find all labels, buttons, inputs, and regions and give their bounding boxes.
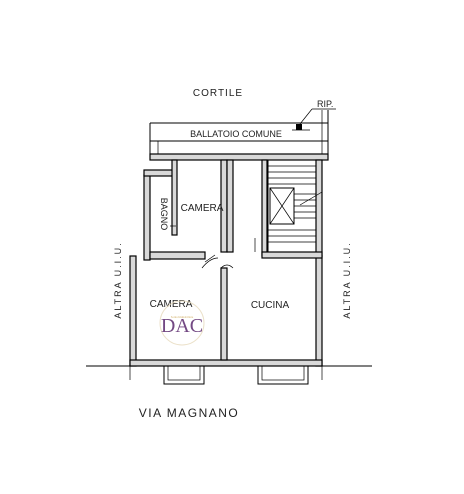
apartment-walls bbox=[129, 153, 329, 367]
door-swings bbox=[170, 225, 256, 269]
logo-letters: DAC bbox=[161, 315, 203, 337]
room-label-bathroom: BAGNO bbox=[159, 198, 169, 231]
common-gallery: BALLATOIO COMUNE bbox=[149, 110, 329, 160]
room-label-kitchen: CUCINA bbox=[251, 300, 290, 311]
courtyard-label: CORTILE bbox=[193, 88, 243, 99]
other-unit-left-label: ALTRA U.I.U. bbox=[113, 241, 123, 318]
riser-label: RIP. bbox=[317, 99, 333, 109]
street-label: VIA MAGNANO bbox=[139, 406, 240, 420]
balcony-right bbox=[257, 365, 309, 385]
agency-logo: DAC Sonia Immobiliare bbox=[159, 300, 205, 346]
gallery-label: BALLATOIO COMUNE bbox=[190, 129, 282, 139]
logo-tagline: Sonia Immobiliare bbox=[171, 315, 194, 319]
boundary-lines bbox=[86, 365, 372, 380]
riser-symbol: RIP. bbox=[296, 99, 336, 130]
room-label-camera-upper: CAMERA bbox=[181, 203, 224, 214]
riser-shaft-icon bbox=[296, 124, 302, 130]
other-unit-right-label: ALTRA U.I.U. bbox=[342, 241, 352, 318]
stair-core bbox=[267, 159, 323, 253]
room-label-camera-lower: CAMERA bbox=[150, 299, 193, 310]
balcony-left bbox=[163, 365, 205, 385]
